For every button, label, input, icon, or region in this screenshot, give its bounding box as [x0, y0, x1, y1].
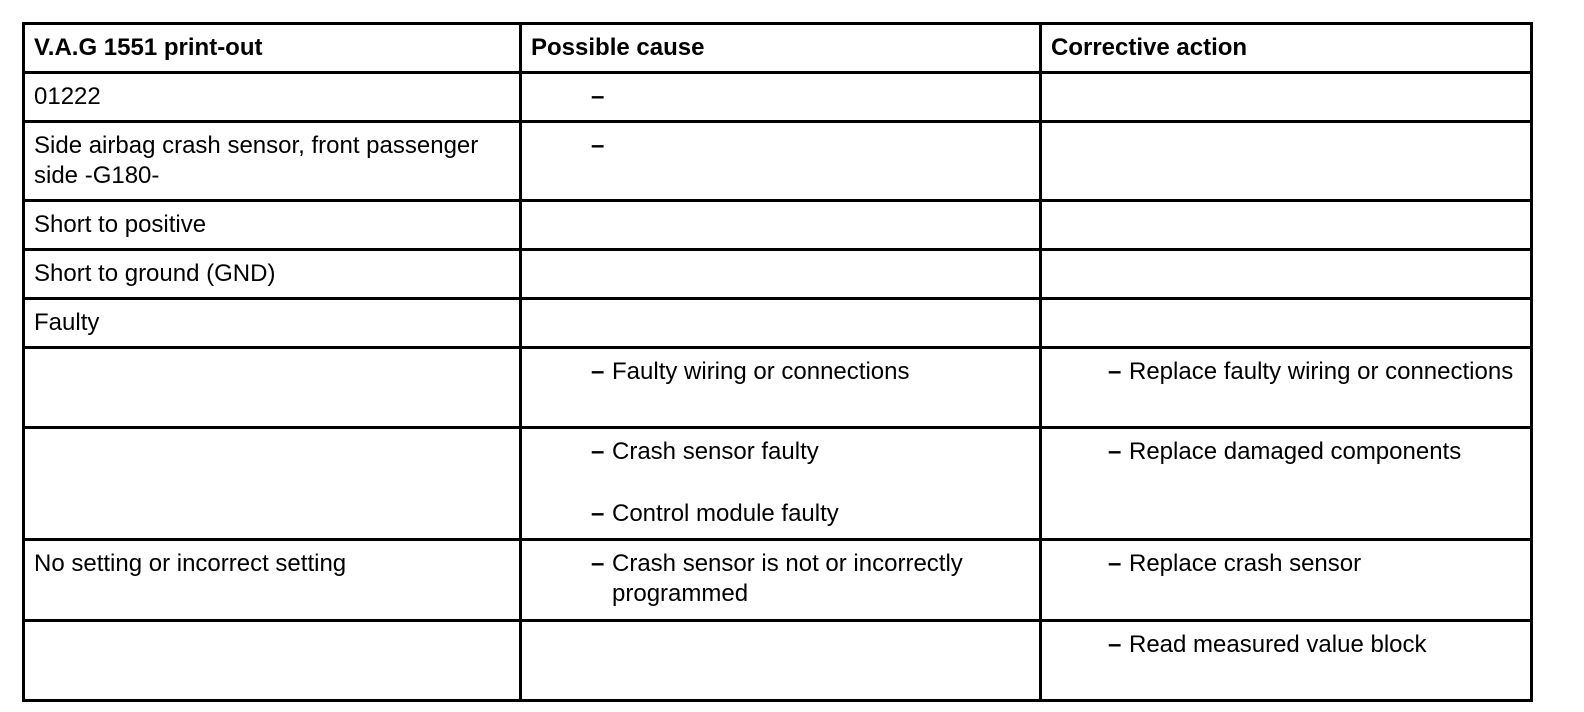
action-bullet: – Replace crash sensor	[1051, 549, 1521, 579]
cause-text: Crash sensor faulty	[612, 438, 819, 465]
table-row: 01222 –	[22, 71, 1533, 123]
cause-bullet: –	[531, 82, 1030, 112]
dash-marker: –	[591, 550, 605, 577]
cell-action: – Read measured value block	[1039, 619, 1533, 702]
cell-action	[1039, 120, 1533, 202]
action-text: Replace damaged components	[1129, 438, 1462, 465]
table-row: Side airbag crash sensor, front passenge…	[22, 120, 1533, 202]
cell-cause	[519, 619, 1042, 702]
cell-printout	[22, 619, 522, 702]
table-row: Short to positive	[22, 199, 1533, 251]
dash-marker: –	[591, 500, 605, 527]
cell-action	[1039, 297, 1533, 349]
action-bullet: – Replace faulty wiring or connections	[1051, 357, 1521, 387]
cell-cause: – Crash sensor faulty – Control module f…	[519, 426, 1042, 541]
cause-bullet: – Control module faulty	[531, 499, 1030, 529]
header-possible-cause: Possible cause	[519, 22, 1042, 74]
action-text: Replace crash sensor	[1129, 550, 1362, 577]
cell-cause: – Faulty wiring or connections	[519, 346, 1042, 429]
cell-action	[1039, 199, 1533, 251]
cell-action	[1039, 248, 1533, 300]
header-corrective-action: Corrective action	[1039, 22, 1533, 74]
cause-text: Crash sensor is not or incorrectly progr…	[612, 550, 963, 607]
cell-printout: Side airbag crash sensor, front passenge…	[22, 120, 522, 202]
table-row: – Read measured value block	[22, 619, 1533, 702]
dash-marker: –	[591, 132, 605, 159]
dash-marker: –	[591, 438, 605, 465]
table-row: – Faulty wiring or connections – Replace…	[22, 346, 1533, 429]
cell-cause: –	[519, 71, 1042, 123]
table-header-row: V.A.G 1551 print-out Possible cause Corr…	[22, 22, 1533, 74]
cell-printout: 01222	[22, 71, 522, 123]
cause-bullet: –	[531, 131, 1030, 161]
cell-cause	[519, 297, 1042, 349]
cell-action	[1039, 71, 1533, 123]
cell-printout	[22, 426, 522, 541]
cause-bullet: – Faulty wiring or connections	[531, 357, 1030, 387]
fault-table: V.A.G 1551 print-out Possible cause Corr…	[22, 22, 1533, 702]
dash-marker: –	[591, 83, 605, 110]
table-row: Short to ground (GND)	[22, 248, 1533, 300]
cause-text: Control module faulty	[612, 500, 839, 527]
cell-cause	[519, 199, 1042, 251]
cell-action: – Replace crash sensor	[1039, 538, 1533, 622]
dash-marker: –	[1108, 550, 1122, 577]
cell-printout: Short to ground (GND)	[22, 248, 522, 300]
cause-bullet: – Crash sensor faulty	[531, 437, 1030, 467]
dash-marker: –	[591, 358, 605, 385]
header-printout: V.A.G 1551 print-out	[22, 22, 522, 74]
table-row: – Crash sensor faulty – Control module f…	[22, 426, 1533, 541]
cell-cause: – Crash sensor is not or incorrectly pro…	[519, 538, 1042, 622]
action-text: Read measured value block	[1129, 631, 1427, 658]
cell-cause: –	[519, 120, 1042, 202]
action-text: Replace faulty wiring or connections	[1129, 358, 1514, 385]
action-bullet: – Replace damaged components	[1051, 437, 1521, 467]
dash-marker: –	[1108, 358, 1122, 385]
cell-printout	[22, 346, 522, 429]
dash-marker: –	[1108, 631, 1122, 658]
table-row: Faulty	[22, 297, 1533, 349]
cell-printout: Faulty	[22, 297, 522, 349]
table-row: No setting or incorrect setting – Crash …	[22, 538, 1533, 622]
action-bullet: – Read measured value block	[1051, 630, 1521, 660]
dash-marker: –	[1108, 438, 1122, 465]
cell-action: – Replace damaged components	[1039, 426, 1533, 541]
cause-text: Faulty wiring or connections	[612, 358, 910, 385]
cell-printout: No setting or incorrect setting	[22, 538, 522, 622]
cell-printout: Short to positive	[22, 199, 522, 251]
cell-cause	[519, 248, 1042, 300]
cause-bullet: – Crash sensor is not or incorrectly pro…	[531, 549, 1030, 609]
cell-action: – Replace faulty wiring or connections	[1039, 346, 1533, 429]
